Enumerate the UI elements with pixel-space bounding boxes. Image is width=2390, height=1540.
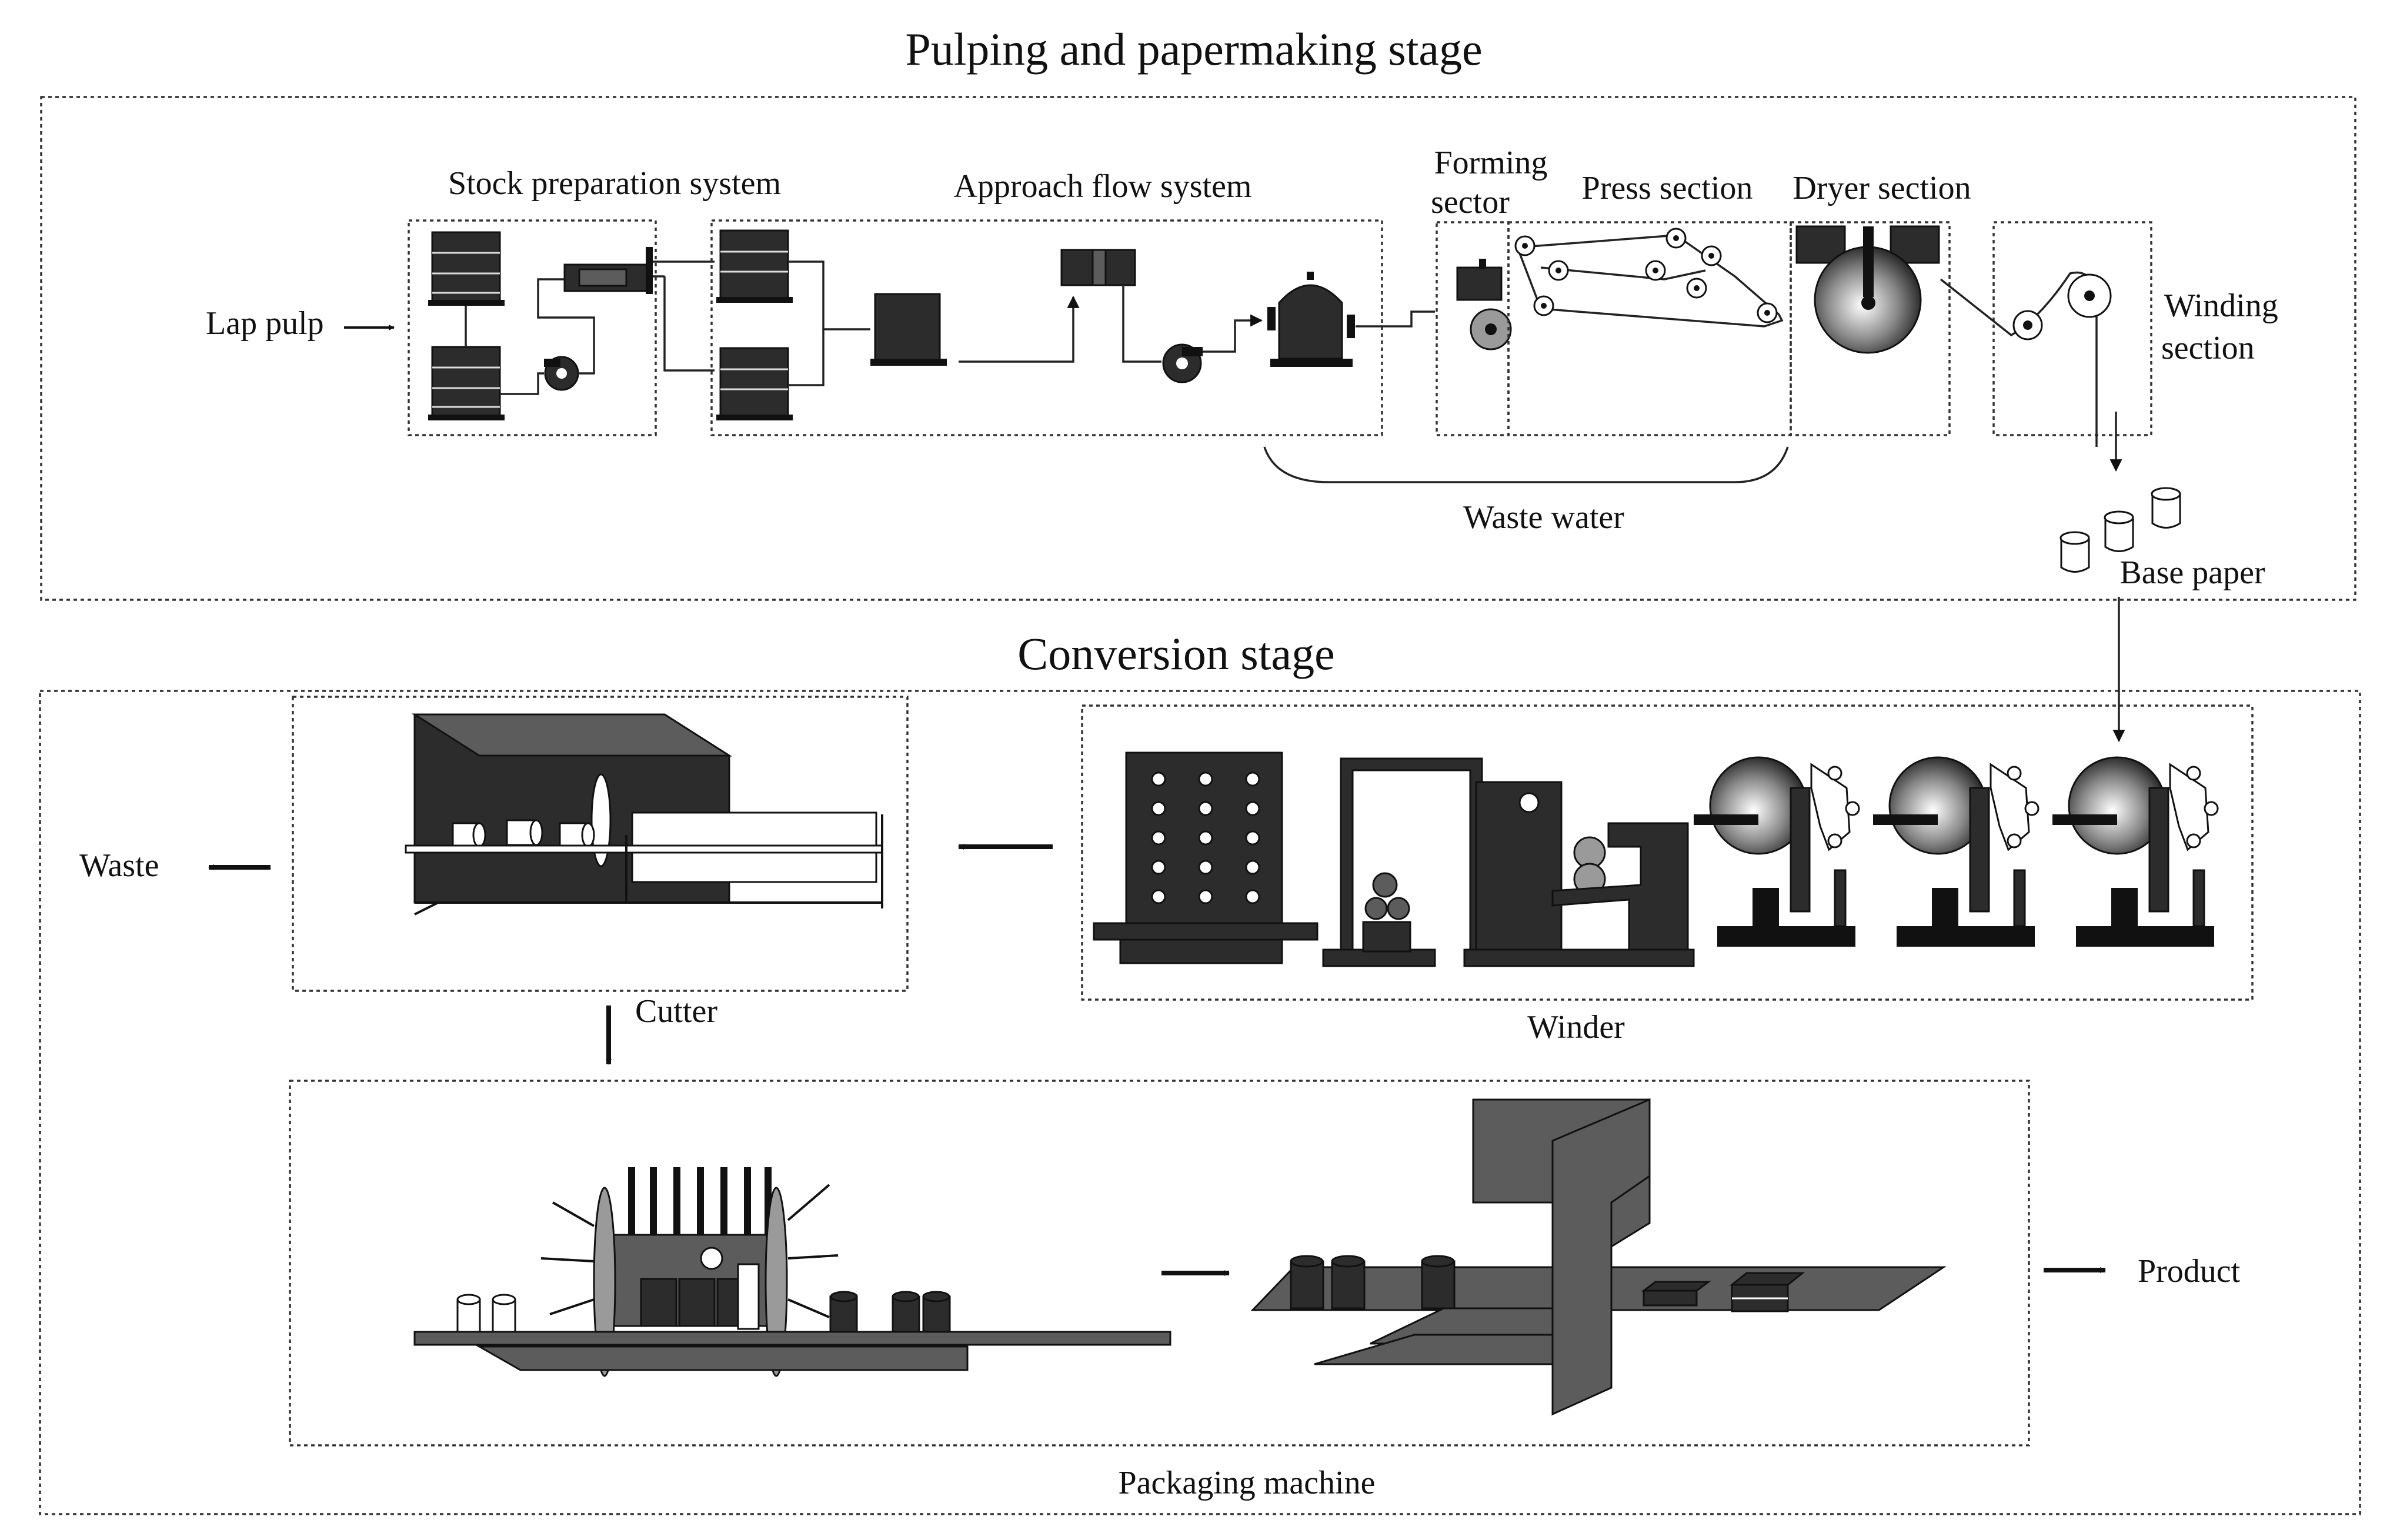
unwind-stand-1: [1694, 756, 1860, 947]
dryer-label: Dryer section: [1792, 170, 1971, 206]
forming-label-1: Forming: [1434, 145, 1548, 181]
stock-prep-system: [408, 219, 715, 436]
winding-label-2: section: [2161, 330, 2255, 366]
conversion-stage-box: [39, 690, 2361, 1515]
blend-chest: [870, 293, 947, 366]
winding-section: [1940, 221, 2152, 472]
approach-flow-label: Approach flow system: [953, 168, 1251, 205]
headbox-unit: [1267, 272, 1355, 367]
press-section: [1507, 221, 1792, 436]
base-paper-rolls: [2059, 487, 2181, 573]
winder-rack-rolls: [1151, 771, 1260, 904]
conversion-stage-title: Conversion stage: [1017, 628, 1334, 679]
press-label: Press section: [1582, 170, 1753, 206]
packaging-input-rolls: [456, 1294, 516, 1333]
unwind-stand-2: [1873, 756, 2039, 947]
packaging-label: Packaging machine: [1119, 1465, 1376, 1501]
lap-pulp-label: Lap pulp: [206, 305, 324, 342]
pulping-stage-title: Pulping and papermaking stage: [905, 24, 1482, 75]
base-paper-label: Base paper: [2119, 554, 2265, 591]
unwind-stand-3: [2052, 756, 2219, 947]
wrapping-drum: [540, 1167, 839, 1377]
stock-pump: [544, 356, 579, 391]
forming-sector: [1436, 221, 1512, 436]
forming-label-2: sector: [1431, 184, 1510, 221]
stock-tank-bottom: [428, 346, 505, 420]
packaging-machine: [289, 1080, 2030, 1447]
winder-label: Winder: [1527, 1009, 1625, 1045]
approach-tank-1: [716, 229, 793, 303]
waste-water-label: Waste water: [1463, 499, 1624, 536]
dryer-section: [1790, 221, 1951, 436]
cutter-rolls: [452, 819, 595, 848]
packaging-wrapped-rolls: [829, 1291, 951, 1333]
winder-machine: [1081, 704, 2254, 1001]
packaging-conveyor: [413, 1331, 1171, 1346]
waste-label: Waste: [79, 847, 159, 884]
winder-frame: [1322, 757, 1483, 967]
product-label: Product: [2138, 1253, 2241, 1290]
approach-flow-system: [710, 219, 1435, 436]
fan-pump: [1162, 343, 1203, 383]
stock-prep-label: Stock preparation system: [448, 165, 781, 202]
cutter-machine: [292, 696, 909, 992]
approach-tank-2: [716, 347, 793, 420]
screen-unit: [1060, 249, 1136, 286]
pulping-stage-box: [40, 96, 2356, 601]
refiner-motor: [563, 247, 653, 294]
bagging-unit: [1250, 1098, 1947, 1416]
stock-tank-top: [428, 231, 505, 306]
cutter-label: Cutter: [635, 993, 717, 1030]
waste-water-bracket: [1263, 446, 1789, 483]
winding-label-1: Winding: [2164, 288, 2278, 324]
winder-drums: [1463, 781, 1695, 967]
